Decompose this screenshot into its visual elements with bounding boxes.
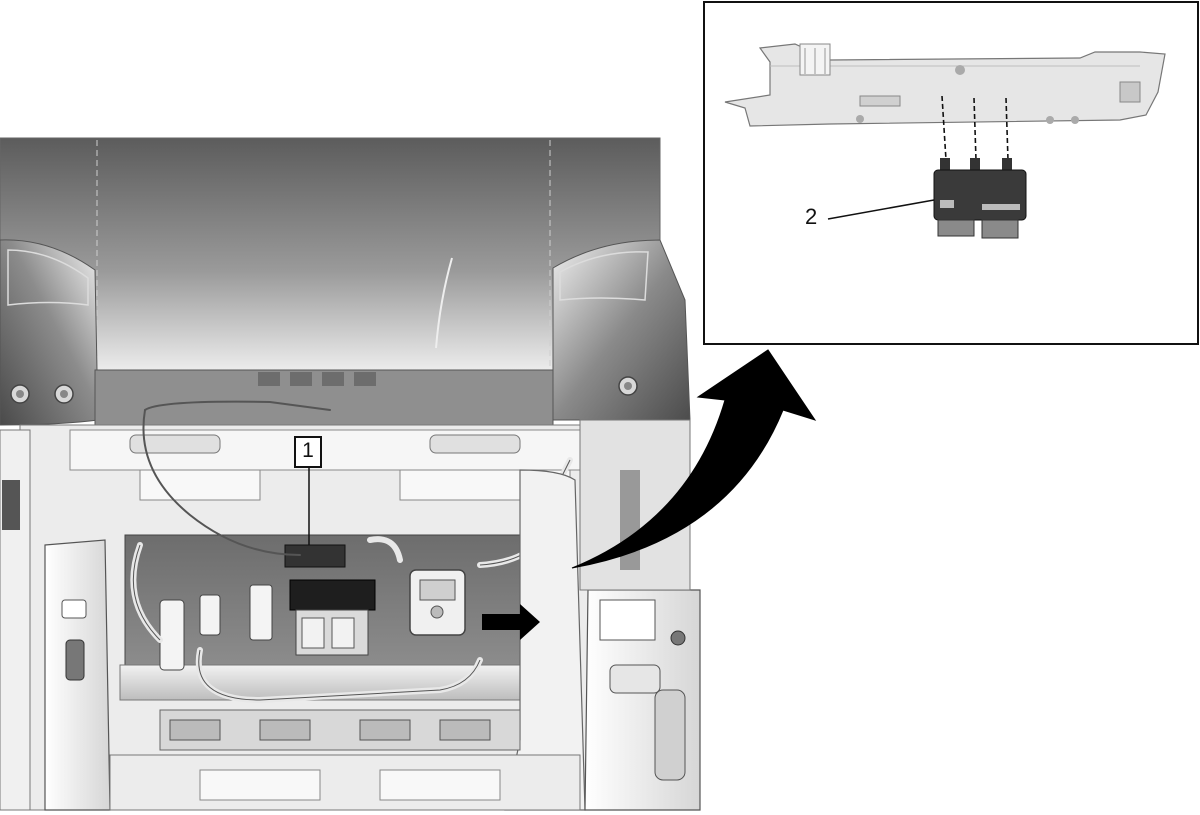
callout-2-label: 2: [805, 204, 818, 229]
connector-left: [159, 584, 273, 671]
detail-view: [703, 1, 1199, 345]
left-seat-rail: [0, 429, 111, 811]
lower-cross-member: [109, 709, 581, 811]
seat-back-lower-panel: [94, 369, 554, 426]
connector-right: [409, 569, 466, 636]
direction-arrow: [482, 604, 540, 640]
callout-2-leader: [827, 199, 935, 220]
seat-module-2: [933, 158, 1027, 239]
detail-view-arrow: [571, 349, 817, 569]
left-bolster: [0, 239, 99, 426]
right-seat-rail: [504, 419, 701, 811]
right-bolster: [552, 239, 691, 421]
seat-module-1: [284, 544, 376, 656]
callout-1-label: 1: [294, 436, 322, 468]
